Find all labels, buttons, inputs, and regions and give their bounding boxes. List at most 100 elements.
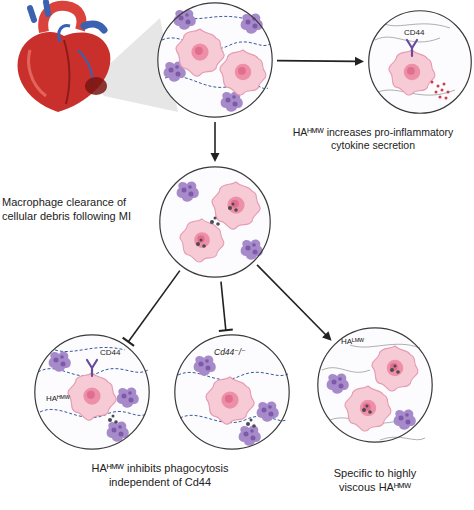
art-path (178, 372, 288, 379)
art-use (177, 181, 199, 201)
circle-outline (157, 2, 273, 118)
art-ellipse (85, 77, 107, 95)
art-circle (435, 91, 438, 94)
art-use (390, 365, 400, 374)
connector-line (257, 265, 326, 335)
circle-label: CD44 (100, 348, 140, 358)
heart-illustration (18, 2, 111, 112)
scene-circle: CD44HAᴴᴹᵂ increases pro-inflammatory cyt… (368, 10, 472, 114)
art-circle (159, 166, 271, 278)
art-use (196, 239, 206, 248)
arrow-head (322, 331, 332, 341)
scene-circle: Macrophage clearance of cellular debris … (159, 166, 271, 278)
caption-text: HAᴴᴹᵂ (46, 394, 96, 404)
connector (211, 122, 220, 162)
circle-fills (34, 2, 472, 450)
knockout-scene (178, 355, 288, 445)
scene-circle (157, 2, 273, 118)
art-use (87, 360, 97, 376)
caption-text: HAᴴᴹᵂ inhibits phagocytosis independent … (72, 462, 248, 490)
art-circle (34, 334, 150, 450)
art-use (220, 50, 266, 95)
circle-border (369, 11, 472, 114)
art-circle (437, 85, 440, 88)
circle-border (175, 335, 289, 449)
art-path (322, 344, 425, 440)
art-use (68, 373, 116, 420)
art-circle (443, 83, 446, 86)
scene-circle: Cd44⁻/⁻ (174, 334, 290, 450)
art-use (345, 386, 391, 431)
connector (257, 265, 332, 341)
circle-border (158, 3, 272, 117)
art-circle (368, 10, 472, 114)
arrow-head (355, 57, 364, 66)
circle-outline (159, 166, 271, 278)
art-circle (157, 2, 273, 118)
art-circle (447, 91, 450, 94)
caption-text: Specific to highly viscous HAᴴᴹᵂ (320, 467, 430, 495)
art-use (206, 377, 254, 424)
art-use (327, 373, 349, 393)
connector-line (221, 282, 226, 331)
art-use (212, 182, 260, 229)
art-use (246, 419, 256, 428)
art-use (117, 387, 139, 407)
art-use (394, 409, 416, 429)
inhibition-bar (123, 338, 134, 346)
circle-border (318, 328, 432, 442)
circle-label: HAᴸᴹᵂ (341, 337, 391, 347)
circle-outline (317, 327, 433, 443)
art-use (176, 29, 224, 76)
art-path (375, 24, 455, 95)
connector-line (214, 122, 216, 154)
art-circle (317, 327, 433, 443)
caption-text: Cd44⁻/⁻ (214, 347, 264, 358)
scene-circle: HAᴸᴹᵂSpecific to highly viscous HAᴴᴹᵂ (317, 327, 433, 443)
art-circle (441, 89, 444, 92)
connector-line (277, 60, 356, 62)
connector-line (128, 271, 179, 342)
art-path (59, 26, 70, 42)
circle-border (160, 167, 270, 277)
clearance-scene (177, 181, 263, 262)
circle-outline (368, 10, 472, 114)
art-use (362, 405, 372, 414)
arrow-head (211, 153, 220, 162)
scene-circle: CD44HAᴴᴹᵂ (34, 334, 150, 450)
art-g (431, 81, 450, 100)
cytokine-scene (375, 24, 455, 100)
circle-border (35, 335, 149, 449)
art-use (49, 351, 71, 371)
art-use (241, 239, 263, 259)
art-use (174, 9, 196, 29)
art-circle (439, 96, 442, 99)
art-path (18, 32, 111, 112)
inhibition-bar (219, 330, 233, 331)
lmw-scene (322, 344, 425, 440)
connector (219, 282, 233, 331)
art-use (108, 415, 118, 424)
circle-outline (34, 334, 150, 450)
art-path (30, 2, 48, 20)
art-use (407, 40, 417, 56)
circle-label: CD44 (404, 28, 444, 38)
connector (277, 57, 364, 66)
art-path (29, 50, 46, 96)
art-path (84, 24, 104, 30)
art-use (210, 217, 220, 226)
art-use (194, 355, 216, 375)
art-circle (174, 334, 290, 450)
caption-text: Macrophage clearance of cellular debris … (2, 196, 152, 224)
inhibition-scene (38, 347, 148, 441)
art-use (257, 401, 279, 421)
art-use (372, 346, 418, 391)
art-circle (431, 81, 434, 84)
tissue-scene (162, 9, 270, 111)
art-use (228, 203, 238, 212)
connector (123, 271, 180, 346)
art-path (64, 40, 70, 104)
